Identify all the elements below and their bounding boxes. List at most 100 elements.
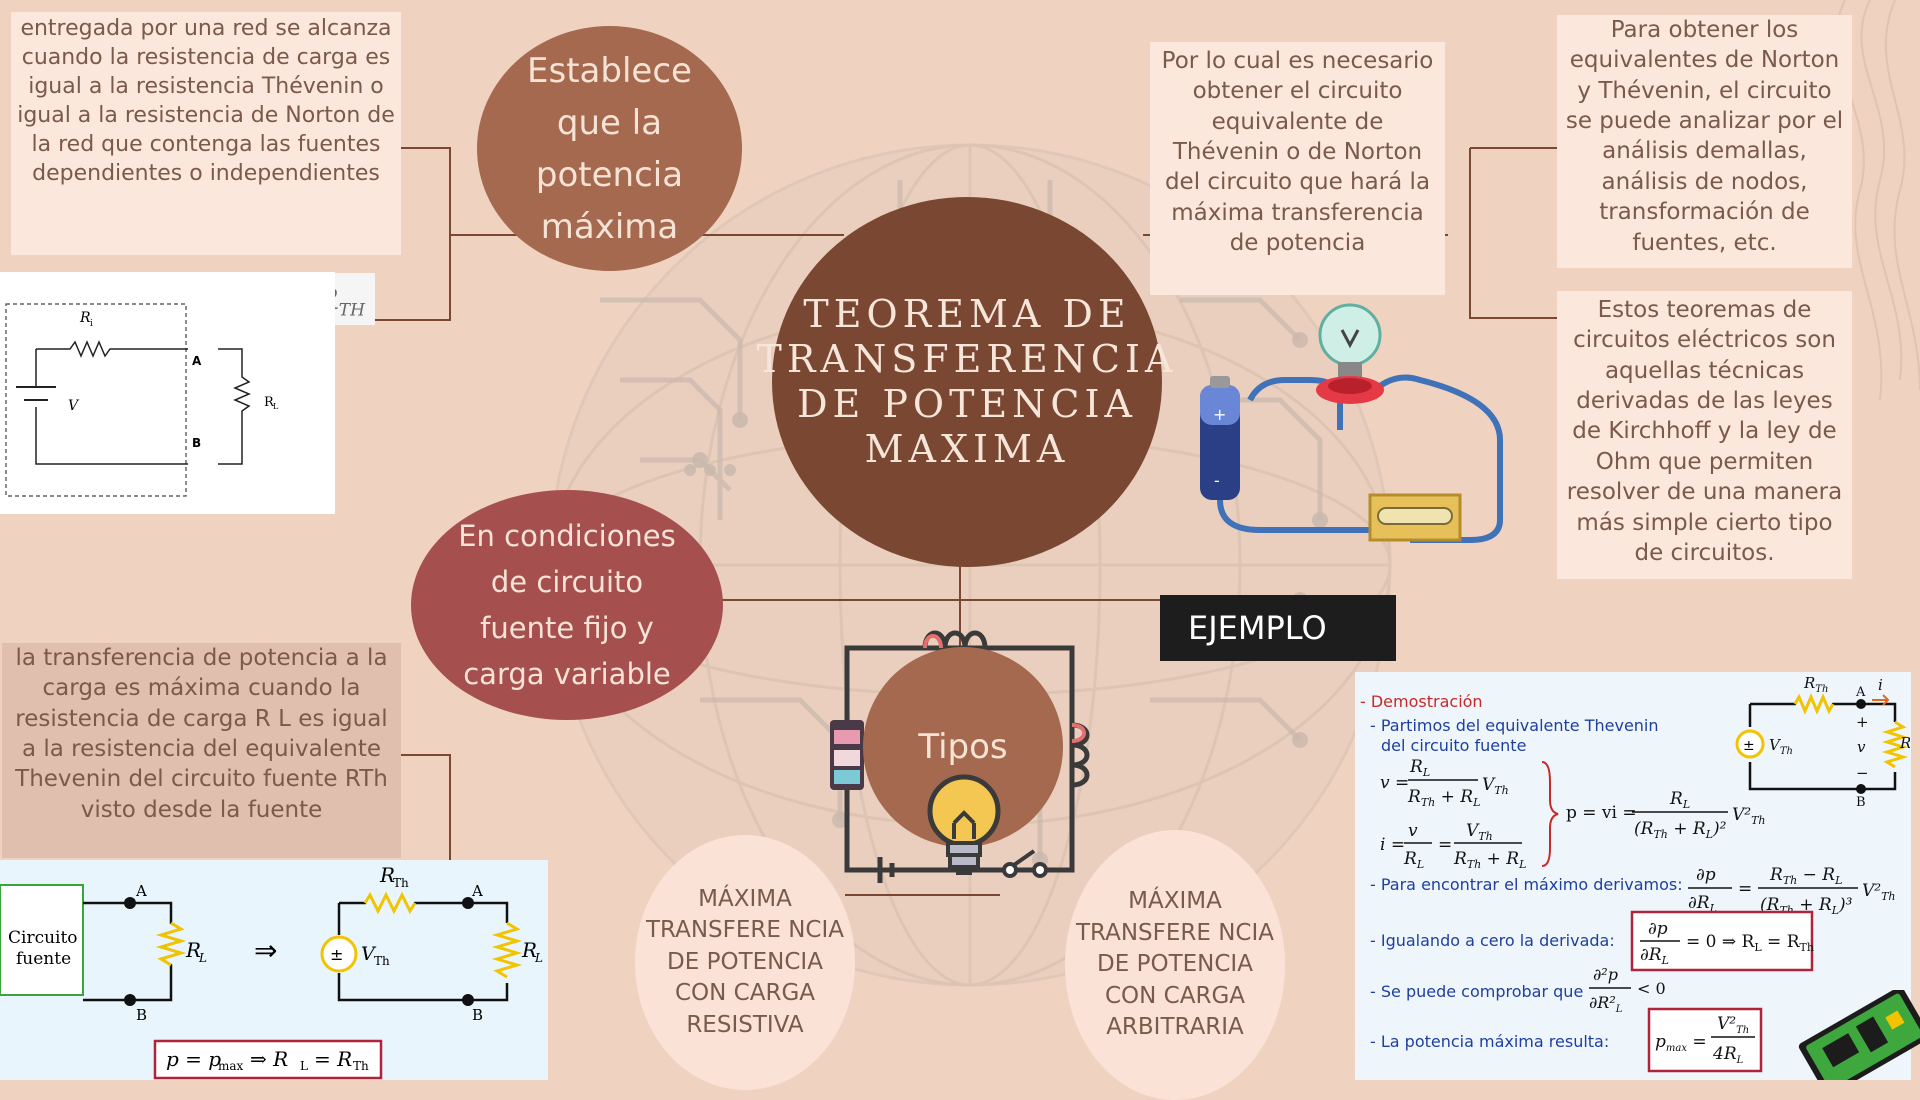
svg-text:R: R xyxy=(185,938,201,962)
svg-text:A: A xyxy=(471,882,483,900)
svg-text:RTh: RTh xyxy=(1803,674,1828,695)
svg-text:±: ± xyxy=(1743,738,1755,754)
svg-text:R: R xyxy=(379,863,395,887)
svg-text:RL: RL xyxy=(1669,789,1690,811)
svg-text:L: L xyxy=(198,951,207,965)
card-top-right-text: Para obtener los equivalentes de Norton … xyxy=(1565,17,1844,256)
svg-text:L: L xyxy=(300,1059,308,1073)
svg-text:+: + xyxy=(1213,405,1226,424)
demo-line3: - Igualando a cero la derivada: xyxy=(1370,931,1615,950)
svg-text:B: B xyxy=(1856,795,1866,807)
simple-circuit-figure: R i V A B R L xyxy=(0,272,335,514)
svg-text:⇒ R: ⇒ R xyxy=(250,1047,288,1071)
title-circle: TEOREMA DE TRANSFERENCIA DE POTENCIA MAX… xyxy=(757,197,1172,567)
svg-text:L: L xyxy=(534,951,543,965)
page-title: TEOREMA DE TRANSFERENCIA DE POTENCIA MAX… xyxy=(756,292,1178,471)
svg-text:VTh: VTh xyxy=(1769,736,1793,757)
svg-text:R: R xyxy=(264,395,275,410)
card-top-left: entregada por una red se alcanza cuando … xyxy=(11,12,401,255)
lightbulb-icon xyxy=(927,774,1001,875)
svg-text:V: V xyxy=(361,943,377,965)
svg-text:fuente: fuente xyxy=(16,949,71,969)
svg-text:RTh + RL: RTh + RL xyxy=(1407,787,1480,809)
demo-equations: v = RL RTh + RL VTh i = v RL = VTh RTh +… xyxy=(1380,757,1766,871)
svg-text:A: A xyxy=(1855,685,1866,700)
circle-tipos: Tipos xyxy=(863,647,1063,847)
svg-text:∂p: ∂p xyxy=(1648,919,1668,939)
svg-text:= 0 ⇒ RL = RTh: = 0 ⇒ RL = RTh xyxy=(1686,932,1814,954)
card-mid-left: la transferencia de potencia a la carga … xyxy=(2,643,401,858)
circle-tipos-text: Tipos xyxy=(918,727,1008,767)
circle-arbitraria-text: MÁXIMA TRANSFERE NCIA DE POTENCIA CON CA… xyxy=(1075,888,1274,1041)
svg-text:= R: = R xyxy=(314,1047,352,1071)
svg-text:∂p: ∂p xyxy=(1696,865,1716,885)
svg-text:A: A xyxy=(135,882,147,900)
example-label: EJEMPLO xyxy=(1160,595,1396,661)
svg-text:RL: RL xyxy=(1403,849,1424,871)
svg-text:Th: Th xyxy=(374,954,390,968)
svg-text:=: = xyxy=(1438,835,1452,855)
svg-text:VTh: VTh xyxy=(1466,821,1493,843)
svg-text:B: B xyxy=(472,1006,483,1024)
svg-text:v: v xyxy=(1857,738,1866,756)
svg-text:max: max xyxy=(218,1059,244,1073)
circle-resistiva-text: MÁXIMA TRANSFERE NCIA DE POTENCIA CON CA… xyxy=(645,885,844,1038)
svg-text:Th: Th xyxy=(353,1059,369,1073)
svg-text:p = p: p = p xyxy=(166,1047,221,1071)
battery-bulb-circuit-icon: + - xyxy=(1200,303,1503,543)
demo-line4: - Se puede comprobar que xyxy=(1370,982,1584,1001)
circuit-board-icon xyxy=(1798,990,1920,1080)
svg-text:∂R²L: ∂R²L xyxy=(1589,993,1623,1015)
card-mid-left-text: la transferencia de potencia a la carga … xyxy=(15,645,388,823)
svg-text:−: − xyxy=(1856,764,1869,782)
svg-text:VTh: VTh xyxy=(1482,775,1509,797)
circle-arbitraria: MÁXIMA TRANSFERE NCIA DE POTENCIA CON CA… xyxy=(1065,830,1285,1100)
circle-establece-text: Establece que la potencia máxima xyxy=(527,50,692,247)
svg-text:R: R xyxy=(521,938,537,962)
card-right-text: Estos teoremas de circuitos eléctricos s… xyxy=(1566,297,1843,566)
svg-text:-: - xyxy=(1214,471,1220,490)
demo-line2: - Para encontrar el máximo derivamos: xyxy=(1370,875,1683,894)
tipos-circuit-icon xyxy=(830,630,1090,883)
demo-line1: - Partimos del equivalente Thevenin xyxy=(1370,716,1659,735)
demo-line5: - La potencia máxima resulta: xyxy=(1370,1032,1610,1051)
demo-heading: - Demostración xyxy=(1360,692,1483,711)
svg-text:i: i xyxy=(1878,676,1883,694)
svg-text:p = vi =: p = vi = xyxy=(1566,803,1637,823)
svg-text:B: B xyxy=(136,1006,147,1024)
demo-derivative: ∂p ∂RL = RTh − RL (RTh + RL)³ V²Th xyxy=(1688,865,1896,917)
circle-condiciones: En condiciones de circuito fuente fijo y… xyxy=(411,490,723,720)
card-top-center-text: Por lo cual es necesario obtener el circ… xyxy=(1161,48,1434,257)
svg-text:Circuito: Circuito xyxy=(8,928,78,948)
circle-establece: Establece que la potencia máxima xyxy=(477,26,742,271)
svg-text:=: = xyxy=(1738,879,1752,899)
svg-text:A: A xyxy=(192,354,202,368)
svg-text:RTh − RL: RTh − RL xyxy=(1769,865,1842,887)
svg-text:±: ± xyxy=(330,945,343,964)
svg-text:R: R xyxy=(79,310,91,326)
svg-text:4RL: 4RL xyxy=(1712,1044,1744,1066)
svg-text:B: B xyxy=(192,436,201,450)
svg-text:∂²p: ∂²p xyxy=(1593,965,1618,984)
svg-text:Th: Th xyxy=(393,876,409,890)
example-label-text: EJEMPLO xyxy=(1188,609,1327,647)
svg-text:v: v xyxy=(1408,821,1418,841)
demo-circuit: ± RTh i A B + v − VTh RL xyxy=(1735,674,1910,807)
svg-text:V: V xyxy=(68,398,80,414)
svg-text:V²Th: V²Th xyxy=(1862,881,1896,903)
svg-text:RL: RL xyxy=(1409,757,1430,779)
svg-text:⇒: ⇒ xyxy=(254,934,277,967)
thevenin-equivalent-figure: Circuito fuente A B R L ⇒ ± A B R Th V T… xyxy=(0,860,548,1080)
svg-text:L: L xyxy=(273,402,279,411)
demo-line1b: del circuito fuente xyxy=(1381,736,1527,755)
card-top-center: Por lo cual es necesario obtener el circ… xyxy=(1150,42,1445,295)
svg-text:i =: i = xyxy=(1380,835,1405,855)
svg-text:< 0: < 0 xyxy=(1637,979,1666,998)
svg-text:i: i xyxy=(90,319,93,329)
card-right: Estos teoremas de circuitos eléctricos s… xyxy=(1557,291,1852,579)
svg-text:v =: v = xyxy=(1380,773,1409,793)
circle-resistiva: MÁXIMA TRANSFERE NCIA DE POTENCIA CON CA… xyxy=(635,835,855,1090)
svg-text:RL: RL xyxy=(1899,734,1910,755)
circle-condiciones-text: En condiciones de circuito fuente fijo y… xyxy=(458,519,676,691)
demonstration-panel: - Demostración - Partimos del equivalent… xyxy=(1355,672,1911,1080)
